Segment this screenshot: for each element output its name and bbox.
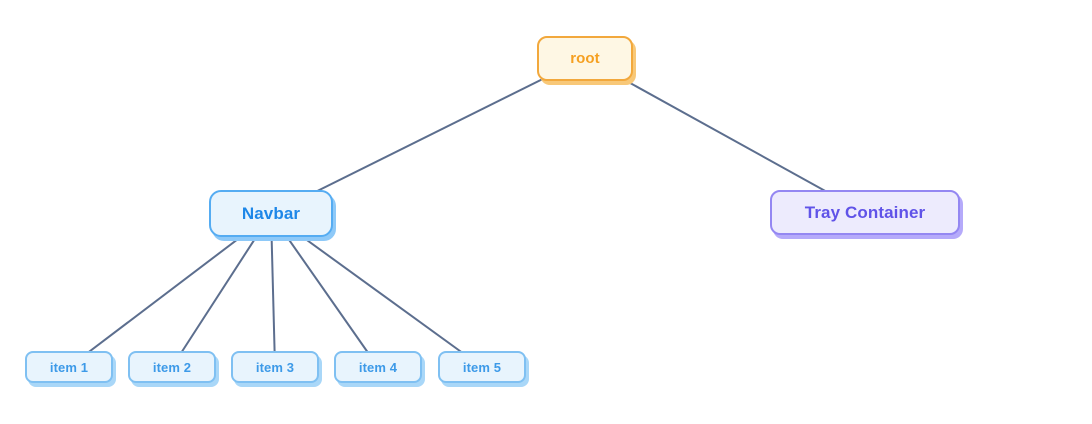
node-navbar[interactable]: Navbar bbox=[209, 190, 333, 237]
node-item-1[interactable]: item 1 bbox=[25, 351, 113, 383]
node-tray-container-label: Tray Container bbox=[804, 202, 926, 222]
node-item-2[interactable]: item 2 bbox=[128, 351, 216, 383]
edge-root-tray bbox=[584, 57, 866, 214]
node-item-1-label: item 1 bbox=[49, 359, 89, 375]
node-item-4-label: item 4 bbox=[358, 359, 398, 375]
node-root-label: root bbox=[570, 50, 600, 67]
node-item-4[interactable]: item 4 bbox=[334, 351, 422, 383]
node-navbar-label: Navbar bbox=[241, 203, 301, 223]
edge-navbar-item4 bbox=[270, 213, 379, 368]
node-item-5-label: item 5 bbox=[462, 359, 502, 375]
node-tray-container[interactable]: Tray Container bbox=[770, 190, 960, 235]
edge-navbar-item5 bbox=[270, 213, 483, 368]
edge-navbar-item2 bbox=[171, 213, 272, 368]
node-item-2-label: item 2 bbox=[152, 359, 192, 375]
node-root[interactable]: root bbox=[537, 36, 633, 81]
edge-root-navbar bbox=[270, 57, 586, 215]
edge-navbar-item1 bbox=[68, 213, 272, 368]
node-item-5[interactable]: item 5 bbox=[438, 351, 526, 383]
node-item-3[interactable]: item 3 bbox=[231, 351, 319, 383]
edge-navbar-item3 bbox=[270, 213, 276, 368]
node-item-3-label: item 3 bbox=[255, 359, 295, 375]
